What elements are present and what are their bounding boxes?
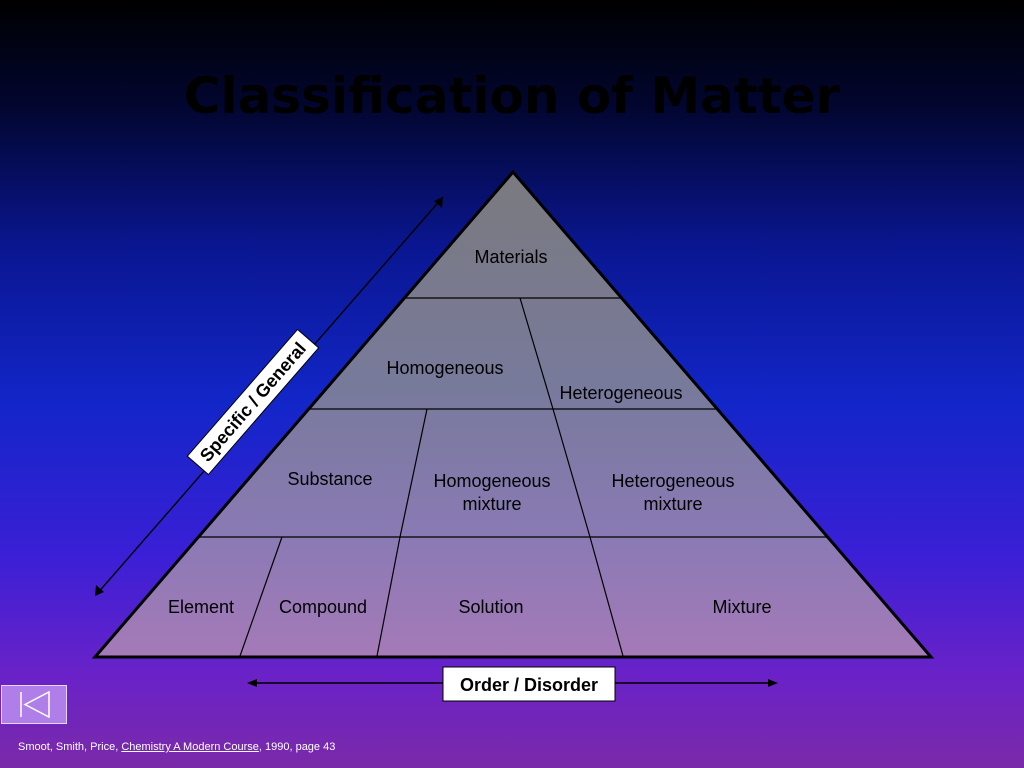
cell-divider — [399, 408, 428, 538]
cell-divider — [519, 297, 554, 410]
cell-substance: Substance — [287, 469, 372, 489]
cell-compound: Compound — [279, 597, 367, 617]
label-box — [186, 328, 320, 476]
arrowhead-icon — [95, 585, 104, 596]
cell-heterogeneous: Heterogeneous — [559, 383, 682, 403]
arrowhead-icon — [768, 679, 778, 687]
pyramid-shape — [91, 169, 935, 659]
cell-divider — [552, 408, 591, 538]
cell-divider — [376, 536, 401, 657]
cell-divider — [239, 536, 283, 657]
cell-heterogeneous-mixture-line1: Heterogeneous — [611, 471, 734, 491]
cell-homogeneous-mixture-line2: mixture — [462, 494, 521, 514]
first-slide-button[interactable] — [1, 685, 67, 724]
cell-heterogeneous-mixture-line2: mixture — [643, 494, 702, 514]
cell-homogeneous-mixture-line1: Homogeneous — [433, 471, 550, 491]
cell-divider — [589, 536, 624, 657]
arrowhead-icon — [247, 679, 257, 687]
citation: Smoot, Smith, Price, Chemistry A Modern … — [18, 741, 335, 753]
cell-materials: Materials — [474, 247, 547, 267]
cell-mixture: Mixture — [712, 597, 771, 617]
cell-homogeneous: Homogeneous — [386, 358, 503, 378]
cell-element: Element — [168, 597, 234, 617]
citation-details: , 1990, page 43 — [258, 741, 336, 753]
citation-authors: Smoot, Smith, Price, — [18, 741, 122, 753]
cell-solution: Solution — [458, 597, 523, 617]
slide-title: Classification of Matter — [183, 67, 841, 125]
citation-book-link[interactable]: Chemistry A Modern Course — [121, 741, 259, 753]
arrowhead-icon — [434, 197, 443, 208]
first-slide-icon — [20, 690, 50, 719]
order-disorder-box — [442, 666, 616, 702]
order-disorder-text: Order / Disorder — [460, 675, 598, 695]
